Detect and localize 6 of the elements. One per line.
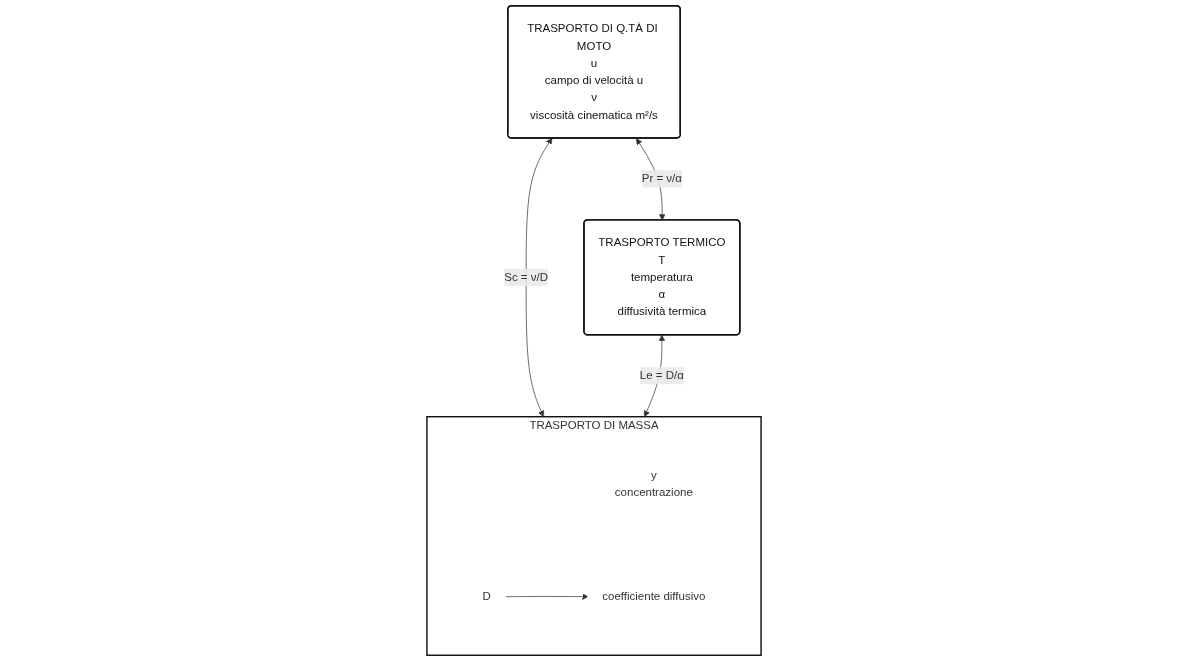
edge-label: Le = D/α [639,369,684,382]
node-text: y concentrazione [614,469,693,499]
edge-label: Pr = ν/α [641,172,682,185]
edge-label: Sc = ν/D [504,270,549,284]
node-text: coefficiente diffusivo [602,589,706,603]
node-text: D [482,589,491,603]
